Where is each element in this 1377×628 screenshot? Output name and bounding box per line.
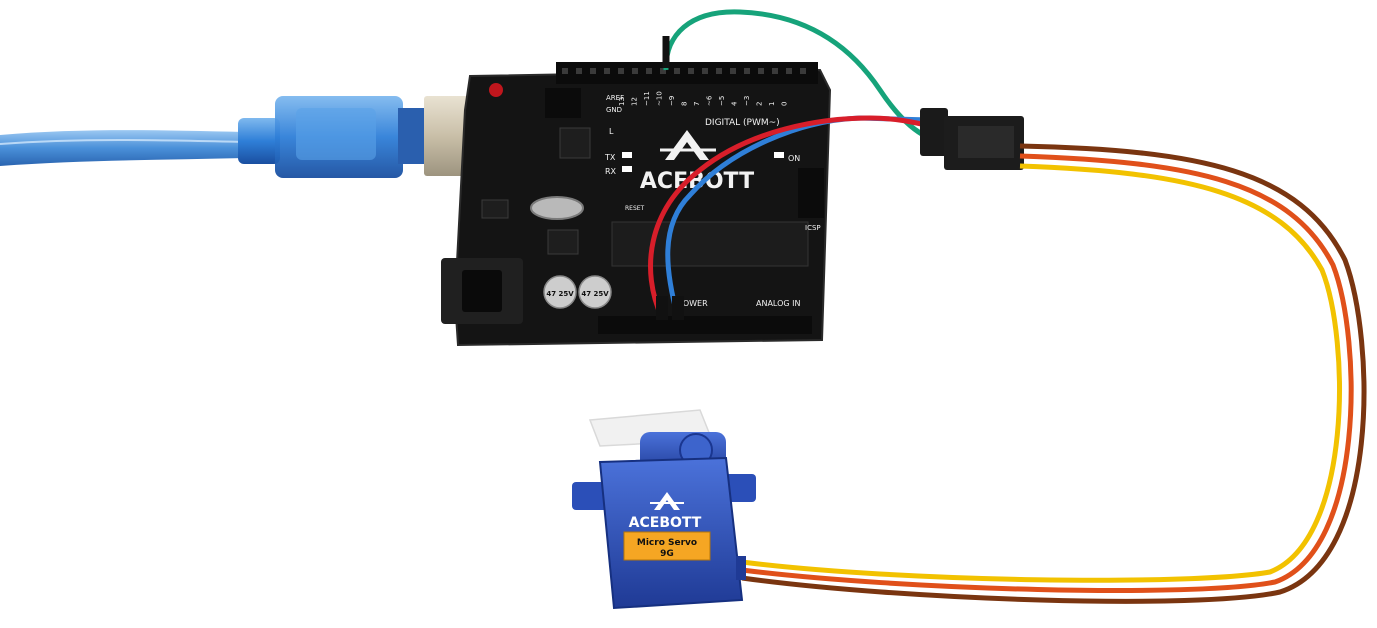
acebott-logo-icon [660, 130, 716, 160]
pin-label: ~3 [743, 96, 751, 106]
header-pin [688, 68, 694, 74]
capacitor-1 [543, 275, 577, 309]
crystal-oscillator [530, 196, 584, 220]
power-analog-header [598, 316, 812, 334]
digital-header [562, 68, 806, 74]
label-rx: RX [605, 167, 617, 176]
header-pin [716, 68, 722, 74]
usb-cable [0, 96, 516, 178]
label-on: ON [788, 154, 800, 163]
servo-label-line1: Micro Servo [637, 538, 697, 548]
capacitor-2-label: 47 25V [581, 290, 609, 298]
servo-label-line2: 9G [660, 549, 674, 559]
header-pin [772, 68, 778, 74]
tx-led [622, 152, 632, 158]
header-pin [730, 68, 736, 74]
pin-label: 1 [768, 102, 776, 106]
pin-label: 0 [781, 102, 789, 106]
pin-label: 13 [618, 97, 626, 106]
capacitor-2 [578, 275, 612, 309]
pin-label: ~5 [718, 96, 726, 106]
arduino-board: 47 25V 47 25V ACEBOTT DIGITAL (PWM~) L T… [441, 62, 832, 347]
pin-label: ~9 [668, 96, 676, 106]
rx-led [622, 166, 632, 172]
jumper-wires [648, 9, 948, 320]
pin-label: ~11 [643, 91, 651, 106]
label-l: L [609, 127, 614, 136]
label-tx: TX [604, 153, 616, 162]
servo-cable [741, 116, 1367, 604]
header-pin [744, 68, 750, 74]
pin-label: 7 [693, 102, 701, 106]
capacitor-1-label: 47 25V [546, 290, 574, 298]
pin-label: 12 [631, 97, 639, 106]
header-pin [786, 68, 792, 74]
pin-label: 2 [756, 102, 764, 106]
header-pin [702, 68, 708, 74]
label-power: POWER [678, 299, 708, 308]
servo-motor: ACEBOTT Micro Servo 9G [572, 409, 756, 610]
microcontroller-chip [611, 221, 809, 267]
icsp-header [798, 168, 824, 218]
header-pin [758, 68, 764, 74]
servo-brand: ACEBOTT [629, 515, 702, 531]
label-analog-in: ANALOG IN [756, 299, 801, 308]
label-aref: AREF [606, 94, 624, 102]
pin-label: ~10 [656, 91, 664, 106]
servo-logo-icon [650, 492, 684, 510]
header-pin [660, 68, 666, 74]
header-pin [590, 68, 596, 74]
servo-label [623, 531, 711, 561]
on-led [774, 152, 784, 158]
label-icsp: ICSP [805, 224, 821, 232]
header-pin [646, 68, 652, 74]
header-pin [576, 68, 582, 74]
pin-label: 8 [681, 102, 689, 106]
board-digital-label: DIGITAL (PWM~) [705, 118, 780, 128]
header-pin [618, 68, 624, 74]
reset-button [489, 83, 503, 97]
header-pin [604, 68, 610, 74]
label-reset: RESET [625, 205, 645, 212]
header-pin [562, 68, 568, 74]
label-gnd: GND [606, 106, 622, 114]
header-pin [632, 68, 638, 74]
pin-label: ~6 [706, 95, 714, 106]
header-pin [674, 68, 680, 74]
pin-label: 4 [731, 101, 739, 106]
header-pin [800, 68, 806, 74]
